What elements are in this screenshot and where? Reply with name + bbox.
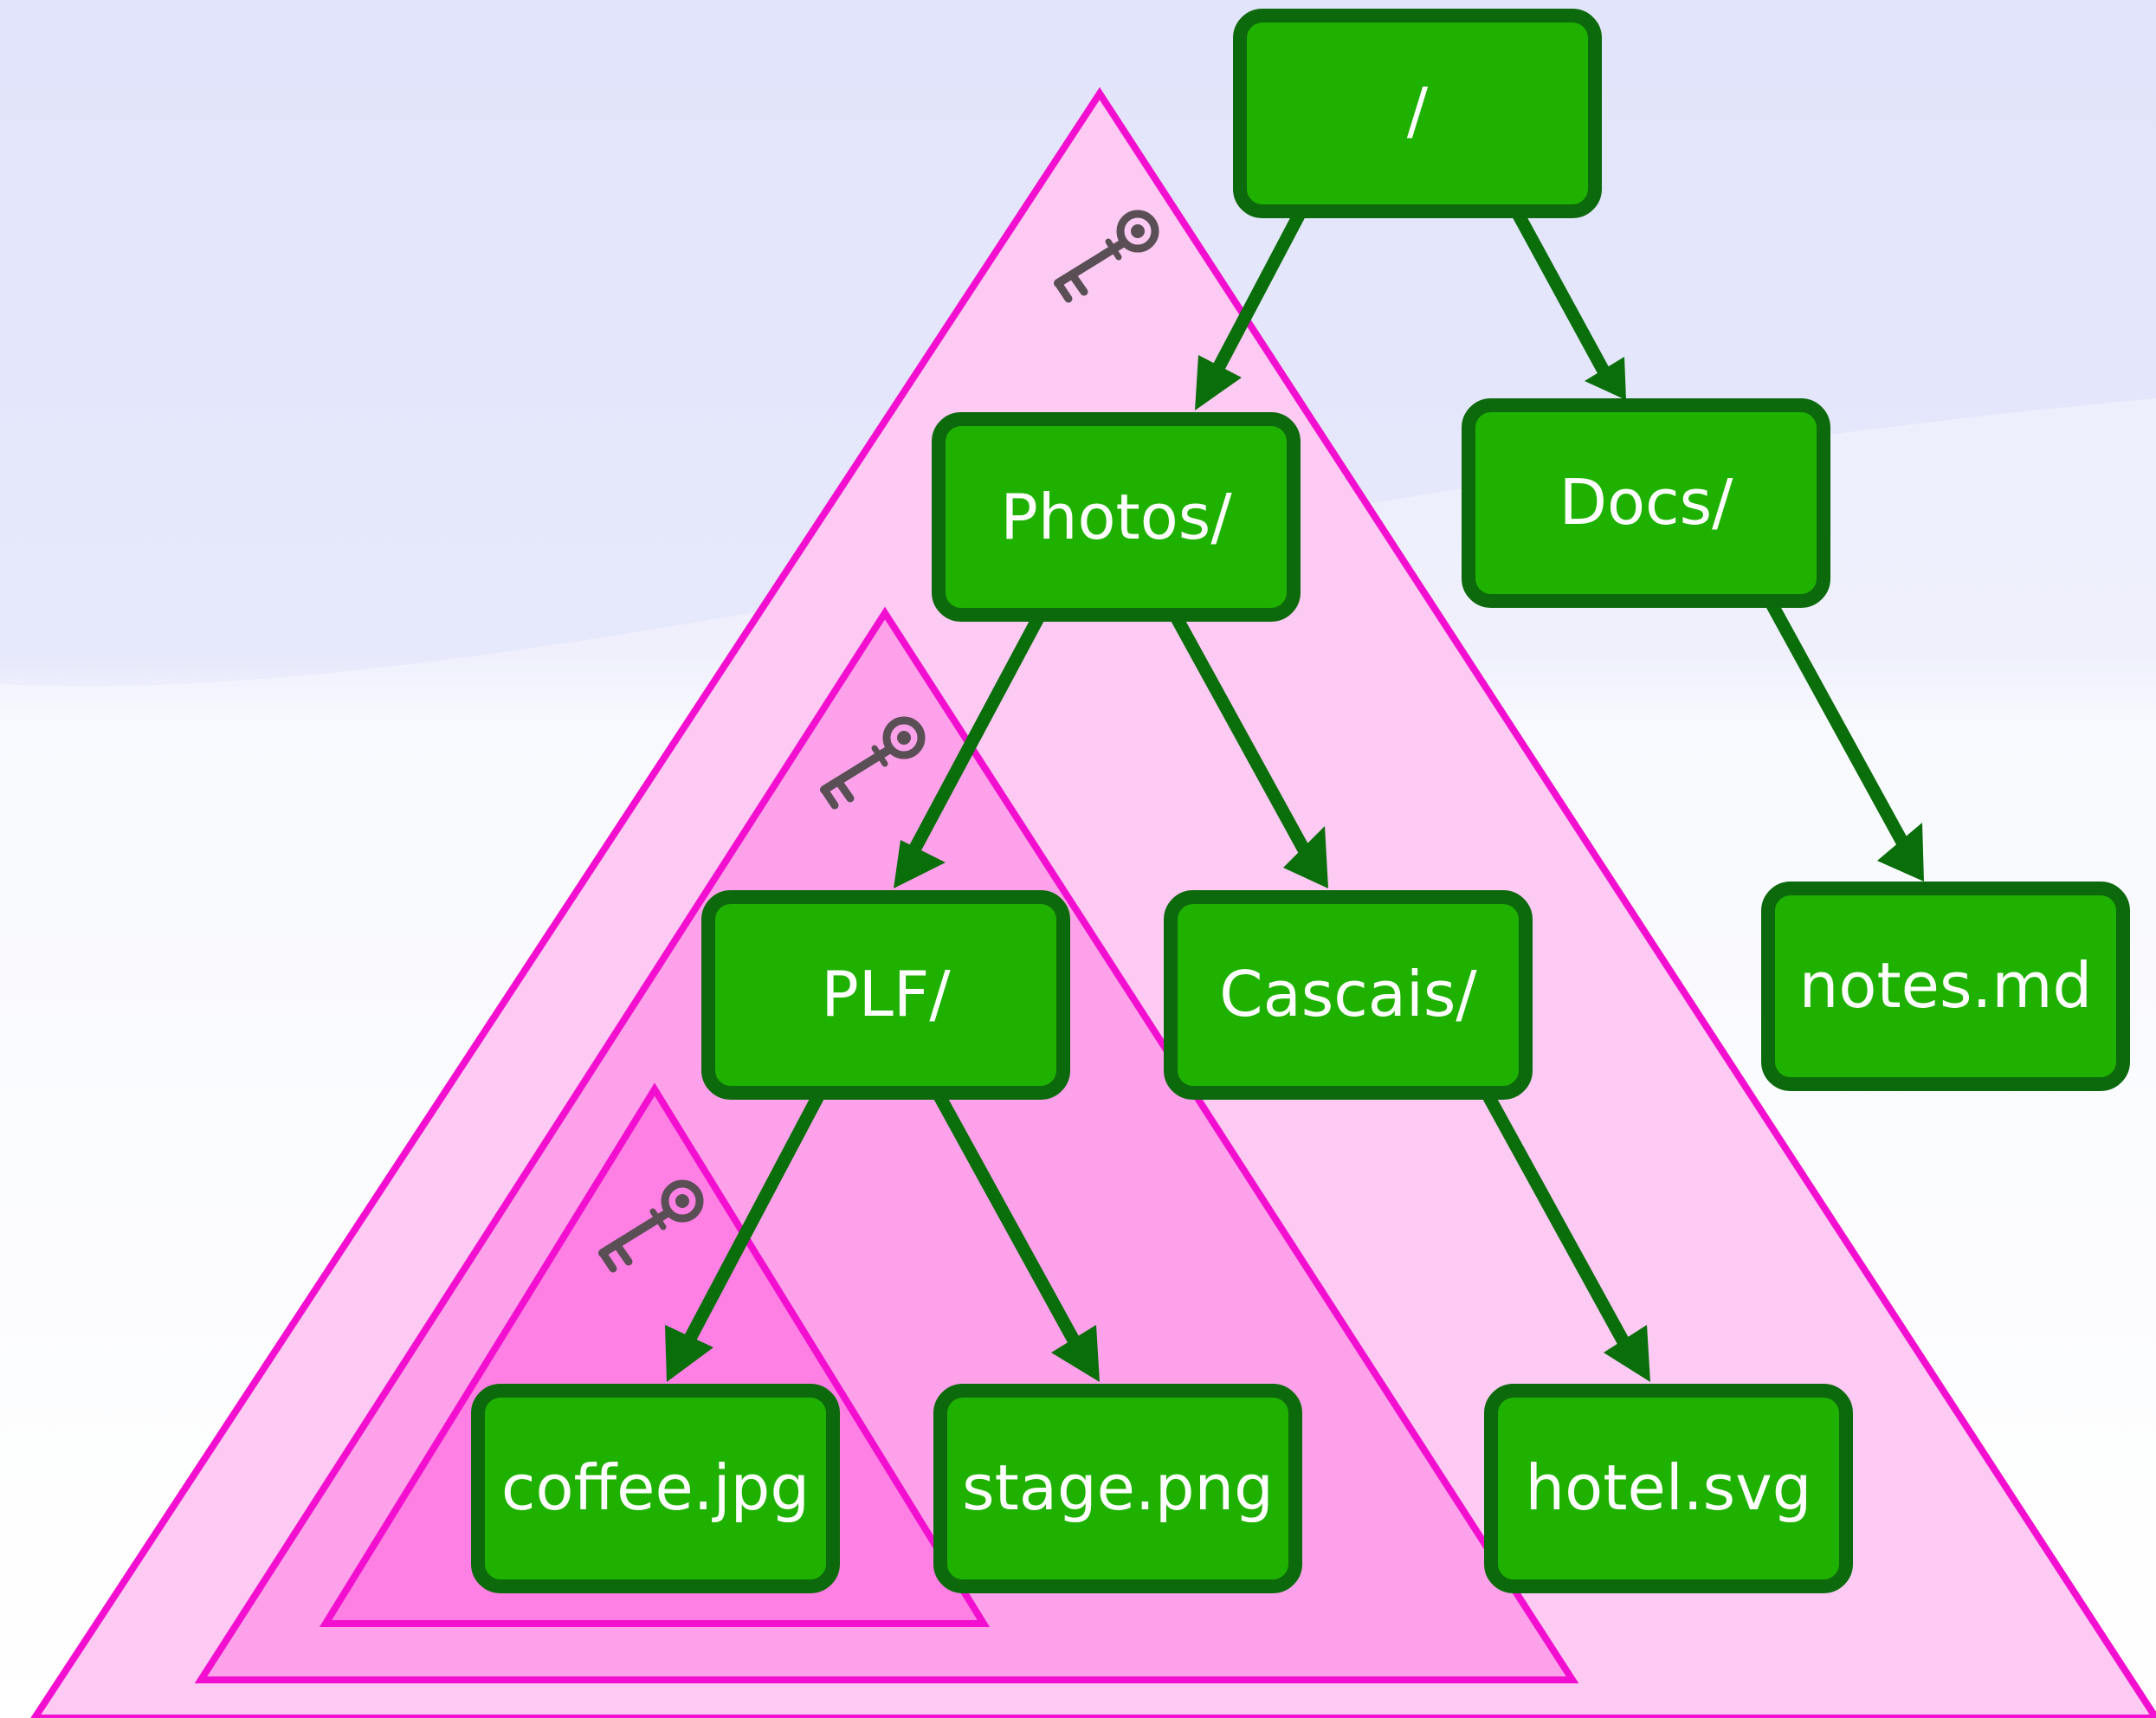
node-coffee[interactable]: coffee.jpg xyxy=(471,1384,840,1593)
edge-cascais-hotel xyxy=(1481,1091,1650,1382)
node-coffee-label: coffee.jpg xyxy=(501,1451,810,1524)
node-plf[interactable]: PLF/ xyxy=(701,890,1070,1100)
node-root-label: / xyxy=(1407,74,1429,147)
edge-photos-cascais xyxy=(1170,613,1328,888)
node-stage-label: stage.png xyxy=(962,1451,1274,1524)
node-root[interactable]: / xyxy=(1233,9,1602,218)
node-cascais-label: Cascais/ xyxy=(1219,958,1477,1030)
node-cascais[interactable]: Cascais/ xyxy=(1164,890,1533,1100)
node-hotel[interactable]: hotel.svg xyxy=(1484,1384,1853,1593)
edge-docs-notes xyxy=(1762,594,1924,882)
edge-root-photos xyxy=(1195,209,1307,410)
node-photos-label: Photos/ xyxy=(1000,481,1232,553)
edge-plf-coffee xyxy=(665,1091,825,1382)
node-hotel-label: hotel.svg xyxy=(1526,1451,1812,1524)
node-stage[interactable]: stage.png xyxy=(933,1384,1302,1593)
node-photos[interactable]: Photos/ xyxy=(932,412,1301,622)
node-notes-label: notes.md xyxy=(1799,949,2092,1022)
edge-plf-stage xyxy=(933,1091,1100,1382)
node-docs[interactable]: Docs/ xyxy=(1462,398,1830,608)
node-notes[interactable]: notes.md xyxy=(1761,882,2130,1091)
edge-root-docs xyxy=(1511,209,1626,400)
edge-photos-plf xyxy=(894,613,1045,888)
node-plf-label: PLF/ xyxy=(821,958,951,1030)
node-docs-label: Docs/ xyxy=(1559,466,1734,539)
